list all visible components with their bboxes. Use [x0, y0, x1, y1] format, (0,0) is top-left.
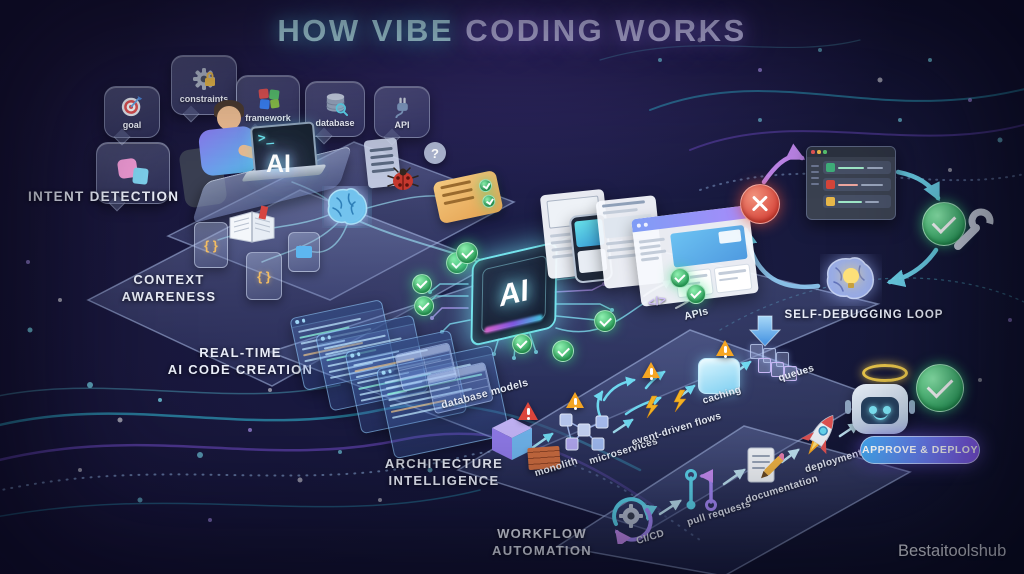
stage-architecture-line2: INTELLIGENCE — [388, 472, 500, 488]
target-icon — [121, 95, 143, 117]
bug-icon — [387, 167, 419, 190]
platform-workflow — [555, 425, 912, 574]
stage-realtime-line2: AI CODE CREATION — [167, 361, 314, 377]
stage-context-line2: AWARENESS — [121, 288, 217, 304]
lightning-bolt-icons — [645, 389, 687, 419]
title-rest: CODING WORKS — [454, 13, 747, 48]
robot-icon — [845, 384, 915, 434]
robot-ear — [845, 400, 851, 414]
robot-face — [861, 397, 899, 424]
warning-icon — [716, 340, 734, 358]
gear-lock-icon — [193, 68, 215, 90]
check-icon — [670, 268, 690, 288]
stage-context-line1: CONTEXT — [133, 272, 205, 287]
cicd-icon — [612, 497, 658, 544]
idea-brain-icon — [826, 257, 874, 300]
folder-file-icon — [288, 232, 320, 272]
stage-workflow-line1: WORKFLOW — [497, 526, 587, 541]
approve-deploy-button: APPROVE & DEPLOY — [860, 436, 980, 464]
bubble-framework-label: framework — [245, 112, 291, 123]
check-icon — [686, 284, 706, 304]
bubble-api: API — [374, 86, 430, 138]
robot-ear — [909, 400, 915, 414]
stage-context-awareness: CONTEXT AWARENESS — [84, 272, 254, 306]
plug-icon — [394, 97, 408, 118]
stage-architecture-line1: ARCHITECTURE — [384, 456, 504, 471]
database-icon — [325, 92, 348, 116]
bubble-goal: goal — [104, 86, 160, 138]
bubble-constraints-label: constraints — [179, 94, 229, 104]
check-icon — [594, 310, 616, 332]
check-icon — [412, 274, 432, 294]
code-file-icon: { } — [246, 252, 282, 300]
intent-icon-tile — [96, 142, 170, 204]
queue-down-arrow-icon — [748, 315, 782, 347]
check-icon — [916, 364, 964, 412]
title-highlight: HOW VIBE — [277, 13, 455, 48]
bubble-goal-label: goal — [122, 120, 142, 130]
folder-glyph — [296, 246, 312, 258]
stage-workflow-automation: WORKFLOW AUTOMATION — [462, 526, 622, 560]
docs-book-icon — [229, 205, 275, 243]
code-file-icon: { } — [194, 222, 228, 268]
error-x-icon — [740, 184, 780, 224]
event-flow-arrows — [593, 370, 666, 418]
warning-icon — [566, 392, 584, 410]
ai-glow-label: AI — [266, 150, 291, 178]
check-icon — [414, 296, 434, 316]
warning-icon — [642, 362, 660, 380]
stage-workflow-line2: AUTOMATION — [492, 542, 592, 558]
particle-dots — [26, 37, 1012, 522]
watermark: Bestaitoolshub — [898, 542, 1007, 560]
stage-realtime-line1: REAL-TIME — [199, 345, 282, 360]
page-title: HOW VIBE CODING WORKS — [0, 13, 1024, 49]
stage-architecture-intelligence: ARCHITECTURE INTELLIGENCE — [368, 456, 520, 490]
wrench-icon — [954, 208, 994, 250]
terminal-prompt: >_ — [257, 129, 275, 147]
question-bubble: ? — [424, 142, 446, 164]
check-icon — [512, 334, 532, 354]
warning-icon — [518, 402, 538, 420]
bubble-api-label: API — [394, 119, 410, 130]
debug-editor-panel — [806, 146, 896, 220]
check-icon — [552, 340, 574, 362]
bubble-database: database — [305, 81, 365, 137]
puzzle-icon — [258, 88, 279, 109]
documentation-icon — [747, 447, 784, 483]
halo-icon — [862, 364, 908, 382]
check-icon — [922, 202, 966, 246]
ai-brain-icon — [327, 188, 368, 225]
self-debugging-loop-label: SELF-DEBUGGING LOOP — [784, 309, 944, 321]
monolith-cube-icon — [492, 418, 532, 460]
caching-cube-icon — [698, 358, 740, 394]
braces-glyph: { } — [204, 237, 218, 253]
pull-request-icon — [685, 469, 717, 511]
stage-intent-detection: INTENT DETECTION — [28, 189, 180, 204]
microservices-icon — [559, 413, 609, 451]
braces-glyph: { } — [257, 268, 271, 284]
bubble-database-label: database — [315, 117, 355, 128]
deployment-rocket-icon — [800, 415, 834, 455]
stage-realtime-code: REAL-TIME AI CODE CREATION — [148, 345, 333, 379]
check-icon — [456, 242, 478, 264]
intent-shapes-icon — [117, 158, 149, 185]
workflow-step-arrows — [658, 422, 860, 516]
